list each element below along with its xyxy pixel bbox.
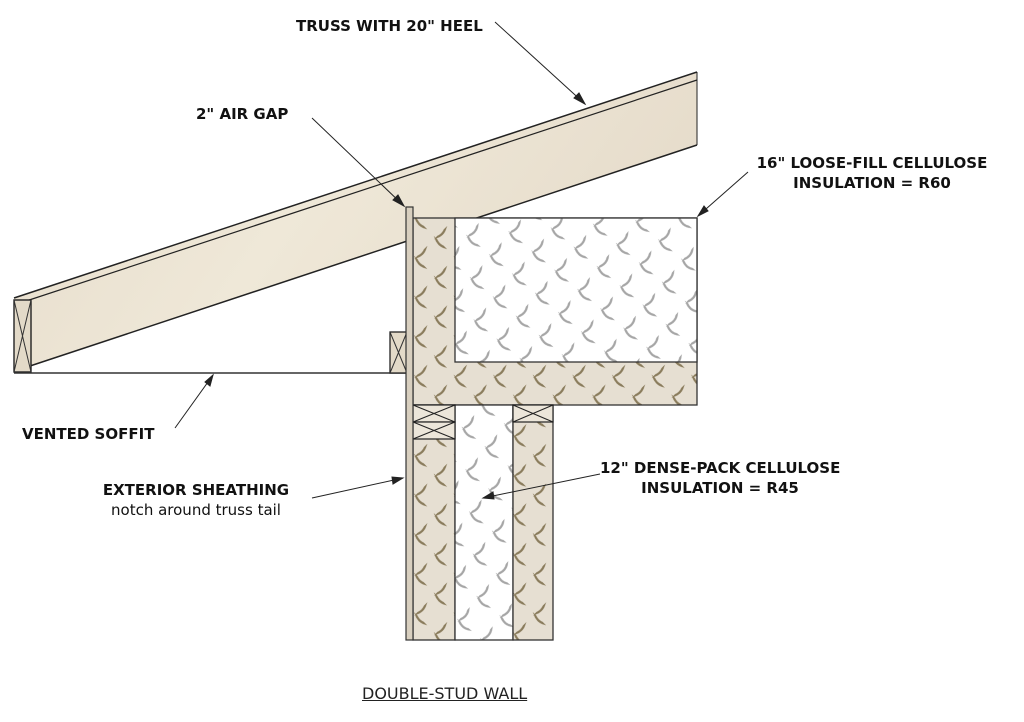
truss-rafter <box>13 71 698 372</box>
diagram-title: DOUBLE-STUD WALL <box>362 684 528 703</box>
label-air-gap: 2" AIR GAP <box>196 105 289 123</box>
label-soffit: VENTED SOFFIT <box>22 425 155 443</box>
dense-pack-cellulose <box>454 404 514 641</box>
label-sheathing: EXTERIOR SHEATHING notch around truss ta… <box>76 480 316 520</box>
soffit-block <box>389 331 408 374</box>
label-loose-fill-line2: INSULATION = R60 <box>793 174 951 192</box>
label-loose-fill-line1: 16" LOOSE-FILL CELLULOSE <box>756 154 988 172</box>
top-plates <box>412 404 554 440</box>
exterior-sheathing <box>405 206 414 641</box>
label-dense-pack-line1: 12" DENSE-PACK CELLULOSE <box>600 459 841 477</box>
label-dense-pack-line2: INSULATION = R45 <box>641 479 799 497</box>
label-sheathing-line2: notch around truss tail <box>111 501 281 519</box>
outer-stud <box>412 404 456 641</box>
label-loose-fill: 16" LOOSE-FILL CELLULOSE INSULATION = R6… <box>752 153 992 193</box>
fascia-block <box>13 299 32 373</box>
label-dense-pack: 12" DENSE-PACK CELLULOSE INSULATION = R4… <box>600 458 840 498</box>
inner-stud <box>512 404 554 641</box>
leader-lines <box>174 21 749 500</box>
label-sheathing-line1: EXTERIOR SHEATHING <box>102 481 290 499</box>
loose-fill-cellulose <box>454 217 698 363</box>
label-truss: TRUSS WITH 20" HEEL <box>296 17 483 35</box>
